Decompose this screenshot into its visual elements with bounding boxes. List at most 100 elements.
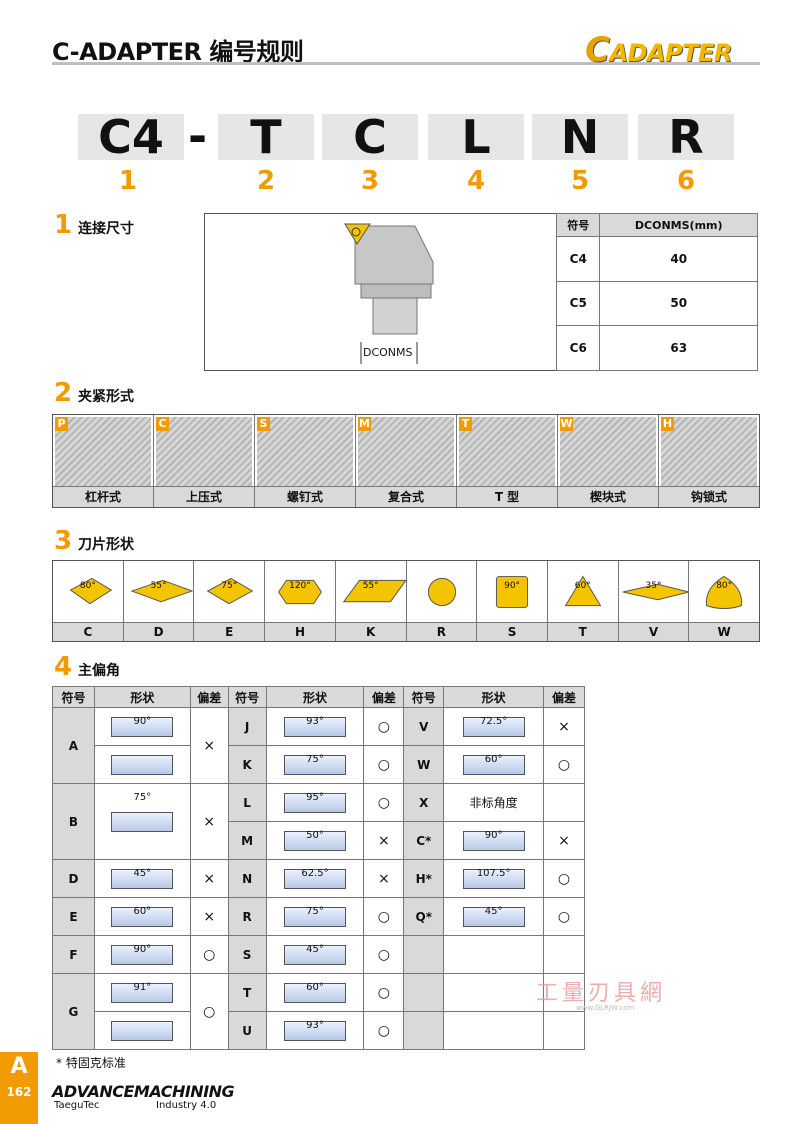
code-segment-3: C	[322, 114, 418, 160]
deviation-cell: ×	[189, 897, 229, 936]
deviation-cell: ○	[543, 897, 585, 936]
angle-label: 62.5°	[301, 868, 329, 879]
insert-shape-icon	[69, 577, 113, 605]
col-header-symbol: 符号	[403, 686, 445, 708]
page-tab: A 162	[0, 1052, 38, 1124]
insert-code: D	[123, 622, 194, 641]
watermark: 工量刃具網	[536, 981, 667, 1006]
insert-code: R	[406, 622, 477, 641]
tool-shape-icon	[111, 716, 174, 737]
insert-code: E	[194, 622, 265, 641]
insert-code: T	[547, 622, 618, 641]
tool-shape-icon	[283, 792, 346, 813]
cell-value: 40	[599, 236, 758, 282]
clamp-illustration	[560, 417, 656, 487]
code-cell: G	[52, 973, 95, 1050]
deviation-cell: ○	[363, 935, 405, 974]
code-num-3: 3	[360, 166, 380, 196]
col-header-symbol: 符号	[555, 213, 601, 237]
deviation-cell: ○	[363, 707, 405, 746]
angle-label: 45°	[133, 868, 152, 879]
deviation-cell: ○	[363, 783, 405, 822]
shape-text: 非标角度	[443, 783, 545, 822]
tool-shape: 95°	[265, 783, 365, 822]
tool-shape	[93, 745, 191, 784]
empty-cell	[543, 973, 585, 1012]
deviation-cell: ×	[543, 821, 585, 860]
clamp-illustration	[55, 417, 151, 487]
insert-shape-c: 80°C	[53, 561, 124, 641]
angle-label: 72.5°	[480, 716, 508, 727]
tool-shape: 90°	[93, 935, 191, 974]
code-cell: Q*	[403, 897, 445, 936]
code-cell: M	[227, 821, 267, 860]
cell-code: C5	[555, 280, 601, 327]
code-num-2: 2	[256, 166, 276, 196]
clamp-label: 上压式	[154, 486, 254, 507]
clamp-label: T 型	[457, 486, 557, 507]
cell-value: 63	[599, 325, 758, 371]
deviation-cell: ×	[189, 859, 229, 898]
code-cell: B	[52, 783, 95, 860]
tool-shape-icon	[111, 906, 174, 927]
code-cell: V	[403, 707, 445, 746]
insert-angle: 35°	[645, 581, 662, 591]
empty-cell	[543, 935, 585, 974]
tool-shape: 72.5°	[443, 707, 545, 746]
angle-label: 60°	[133, 906, 152, 917]
deviation-cell: ×	[189, 707, 229, 784]
tool-shape-icon	[283, 754, 346, 775]
deviation-cell: ○	[543, 859, 585, 898]
empty-cell	[443, 1011, 545, 1050]
section-2-title: 夹紧形式	[78, 389, 134, 405]
page-number: 162	[6, 1085, 32, 1099]
tool-shape: 93°	[265, 707, 365, 746]
insert-shape-k: 55°K	[335, 561, 407, 641]
clamp-code: M	[358, 417, 371, 431]
tool-shape: 45°	[265, 935, 365, 974]
deviation-cell: ×	[189, 783, 229, 860]
code-cell: K	[227, 745, 267, 784]
insert-code: K	[335, 622, 406, 641]
tool-shape: 91°	[93, 973, 191, 1012]
angle-label: 75°	[306, 906, 324, 917]
col-header-deviation: 偏差	[363, 686, 405, 708]
title-rule	[52, 62, 760, 65]
code-num-1: 1	[118, 166, 138, 196]
angle-label: 60°	[484, 754, 503, 765]
clamp-code: C	[156, 417, 169, 431]
code-cell: U	[227, 1011, 267, 1050]
deviation-cell	[543, 783, 585, 822]
section-3-title: 刀片形状	[78, 537, 134, 553]
insert-shape-icon	[278, 579, 323, 605]
tool-shape-icon	[462, 830, 525, 851]
section-4-title: 主偏角	[78, 663, 120, 679]
clamp-code: W	[560, 417, 573, 431]
col-header-shape: 形状	[443, 686, 545, 708]
brand-sub-industry: Industry 4.0	[156, 1100, 217, 1111]
tool-shape-icon	[283, 830, 346, 851]
insert-shape-icon	[706, 575, 743, 610]
tool-shape-icon	[111, 1020, 174, 1041]
deviation-cell: ○	[543, 745, 585, 784]
clamp-code: H	[661, 417, 674, 431]
clamp-illustration	[257, 417, 353, 487]
code-cell: S	[227, 935, 267, 974]
tool-shape: 45°	[443, 897, 545, 936]
clamp-illustration	[459, 417, 555, 487]
deviation-cell: ×	[363, 859, 405, 898]
insert-shape-icon	[622, 583, 689, 601]
clamp-illustration	[156, 417, 252, 487]
col-header-shape: 形状	[265, 686, 365, 708]
